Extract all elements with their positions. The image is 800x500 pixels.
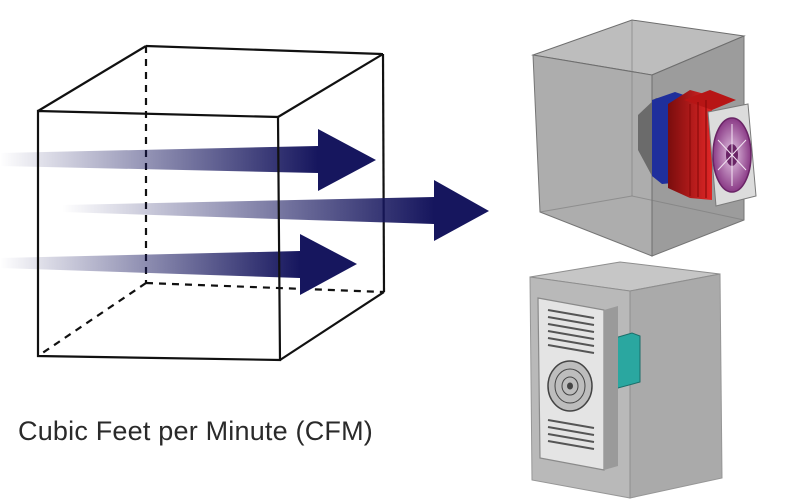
cabinet-right-face [629,273,723,499]
arrow-right-icon [0,234,357,295]
ac-lower-vents [547,419,595,450]
wireframe-cube [37,44,386,361]
cube-front-face [36,109,282,362]
ac-upper-vents [547,309,595,354]
cube-edge [145,44,384,56]
thermoelectric-cooler-icon [531,19,757,257]
cube-edge [381,53,386,293]
cube-edge [277,53,384,118]
cube-edge [37,45,147,112]
airflow-arrows [0,129,489,295]
ac-unit-side [604,306,618,470]
cube-hidden-edge-bottom [145,281,385,294]
diagram-caption: Cubic Feet per Minute (CFM) [18,416,373,446]
arrow-right-icon [62,180,489,241]
enclosure-air-conditioner-icon [529,261,723,499]
cube-edge [279,291,385,361]
arrow-right-icon [0,129,376,191]
cube-hidden-edge-left [37,282,147,357]
tec-red-heatsink-top [684,90,736,110]
enclosure-left-face [532,54,653,257]
